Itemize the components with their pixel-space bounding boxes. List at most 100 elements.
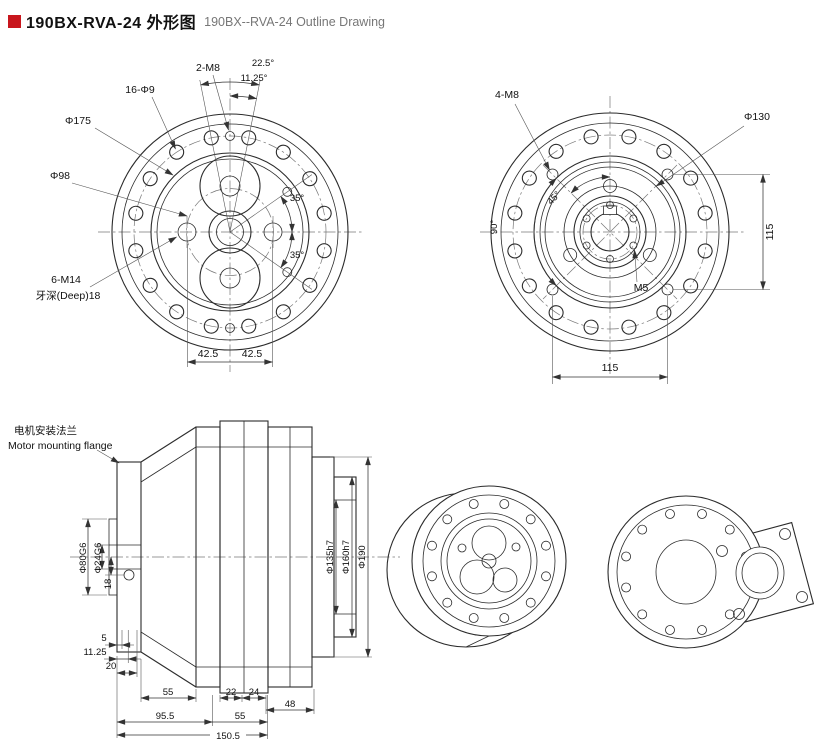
label-24: 24 xyxy=(249,687,260,698)
bolt-circle xyxy=(133,135,327,329)
gear-top-bore xyxy=(219,175,241,197)
label-35-upper: 35° xyxy=(290,193,305,204)
label-55-left: 55 xyxy=(163,687,174,698)
label-flange-cn: 电机安装法兰 xyxy=(14,424,77,437)
label-d175: Φ175 xyxy=(65,115,91,127)
label-11-25: 11.25° xyxy=(241,73,268,84)
iso-bolt-holes xyxy=(427,499,551,623)
hub-step xyxy=(579,201,641,263)
label-m5: M5 xyxy=(634,282,649,294)
label-d160h7: Φ160h7 xyxy=(341,540,352,574)
label-90: 90° xyxy=(489,220,500,235)
label-16d9: 16-Φ9 xyxy=(125,84,155,96)
section-bullet-icon xyxy=(8,14,21,28)
circle-130 xyxy=(544,166,676,298)
iso-gear-2 xyxy=(459,559,495,595)
label-d135h7: Φ135h7 xyxy=(325,540,336,574)
m8-hole-top xyxy=(225,131,235,141)
arc-22-5 xyxy=(200,80,260,87)
bell-outer-bottom xyxy=(140,651,197,688)
diagonal-centerline-1 xyxy=(542,164,678,300)
angle-line-35-lower xyxy=(229,231,313,290)
iso-flange-bore-inner xyxy=(741,552,779,594)
label-18: 18 xyxy=(103,579,114,590)
iso-view-front xyxy=(386,485,567,648)
angle-line-35-upper xyxy=(229,174,313,233)
leader-d98 xyxy=(71,182,188,217)
circle-98 xyxy=(186,188,274,276)
label-55-right: 55 xyxy=(235,711,246,722)
label-thread-depth: 牙深(Deep)18 xyxy=(36,290,101,302)
iso-small-hole-2 xyxy=(511,542,521,552)
leader-d175 xyxy=(94,127,174,176)
label-115v: 115 xyxy=(764,223,776,240)
label-6m14: 6-M14 xyxy=(51,274,81,286)
label-22: 22 xyxy=(226,687,237,698)
arc-11-25 xyxy=(229,93,258,100)
label-45: 45° xyxy=(545,189,563,207)
bolt-circle xyxy=(512,134,708,330)
label-42-5-right: 42.5 xyxy=(242,348,263,360)
bell-outer-top xyxy=(140,426,197,463)
outer-rim-circle xyxy=(490,112,730,352)
flange-hole xyxy=(123,569,135,581)
m5-holes xyxy=(582,201,638,263)
angle-line-right xyxy=(229,79,261,233)
side-section-view: 电机安装法兰 Motor mounting flange Φ80G6 Φ24G6… xyxy=(8,420,400,742)
face-circle-175 xyxy=(150,152,310,312)
label-35-lower: 35° xyxy=(290,250,305,261)
leader-16d9 xyxy=(151,96,176,150)
iso-hub xyxy=(655,539,717,605)
leader-2m8 xyxy=(212,74,229,131)
label-150-5: 150.5 xyxy=(216,731,240,742)
m8-hole-bottom xyxy=(225,323,235,333)
arc-35-lower xyxy=(280,231,295,269)
center-hub xyxy=(208,210,252,254)
iso-small-hole-1 xyxy=(457,543,467,553)
label-42-5-left: 42.5 xyxy=(198,348,219,360)
arc-90 xyxy=(533,177,557,287)
iso-gear-3 xyxy=(492,567,518,593)
iso-gear-1 xyxy=(471,525,507,561)
leader-m5 xyxy=(632,249,638,283)
iso-inner-ring-2 xyxy=(446,518,532,604)
iso-inner-ring xyxy=(440,512,538,610)
arc-45 xyxy=(570,174,611,194)
label-115h: 115 xyxy=(602,362,619,374)
keyway xyxy=(603,205,617,215)
iso-view-rear xyxy=(607,495,815,649)
iso-face-ring xyxy=(422,494,556,628)
page-header: 190BX-RVA-24 外形图 190BX--RVA-24 Outline D… xyxy=(8,9,385,33)
bottom-witness-lines xyxy=(116,630,315,739)
leader-4m8 xyxy=(514,103,550,171)
label-95-5: 95.5 xyxy=(156,711,175,722)
rear-view: 4-M8 Φ130 45° 90° 115 M5 115 xyxy=(480,89,776,384)
leader-d130 xyxy=(655,125,745,187)
leader-6m14 xyxy=(89,236,178,288)
inner-rim-circle xyxy=(500,122,720,342)
label-d80g6: Φ80G6 xyxy=(78,543,89,574)
label-48: 48 xyxy=(285,699,296,710)
page-subtitle: 190BX--RVA-24 Outline Drawing xyxy=(204,15,386,29)
inner-rim-circle xyxy=(121,123,339,341)
gear-bottom-bore xyxy=(219,267,241,289)
label-d130: Φ130 xyxy=(744,111,770,123)
hub-outer xyxy=(573,195,647,269)
label-5: 5 xyxy=(101,633,106,644)
iso-front-face xyxy=(411,485,567,637)
center-bore xyxy=(216,218,244,246)
bell-inner-bottom xyxy=(140,631,197,668)
label-d24g6: Φ24G6 xyxy=(93,543,104,574)
arc-35-upper xyxy=(280,195,295,233)
iso-center-bore xyxy=(481,553,497,569)
label-flange-en: Motor mounting flange xyxy=(8,440,113,452)
label-2m8: 2-M8 xyxy=(196,62,220,74)
diagonal-centerline-2 xyxy=(542,164,678,300)
iso-silhouette-bottom xyxy=(465,635,490,648)
label-d98: Φ98 xyxy=(50,170,70,182)
gear-bottom xyxy=(199,247,261,309)
angle-line-left xyxy=(199,79,231,233)
label-22-5: 22.5° xyxy=(252,58,274,69)
